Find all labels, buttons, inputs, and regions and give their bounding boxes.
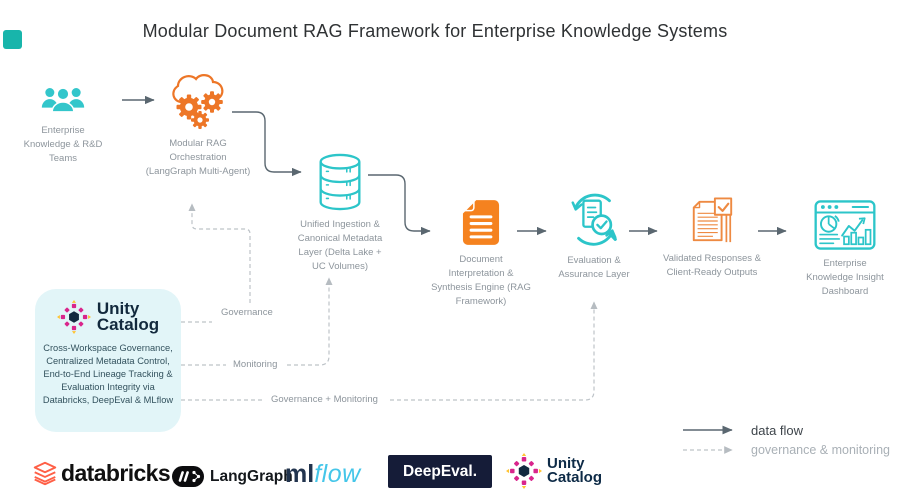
node-label: Enterprise Knowledge & R&D Teams	[23, 125, 103, 164]
data-flow-arrows	[122, 95, 787, 236]
governance-route-label: Governance	[218, 307, 276, 318]
langgraph-logo: LangGraph	[172, 466, 293, 487]
unity-catalog-footer-wordmark: Unity Catalog	[547, 455, 603, 486]
validated-docs-icon	[692, 197, 733, 243]
data-flow-arrow-icon	[683, 425, 733, 435]
databricks-icon	[33, 461, 57, 486]
legend: data flow governance & monitoring	[682, 422, 890, 462]
node-label: Unified Ingestion & Canonical Metadata L…	[297, 219, 383, 272]
node-label: Evaluation & Assurance Layer	[558, 255, 630, 280]
database-icon	[319, 153, 361, 211]
legend-governance-monitoring-label: governance & monitoring	[751, 443, 890, 457]
node-enterprise-teams: Enterprise Knowledge & R&D Teams	[13, 85, 113, 166]
node-label: Enterprise Knowledge Insight Dashboard	[806, 258, 884, 297]
node-doc-synthesis: Document Interpretation & Synthesis Engi…	[419, 199, 543, 309]
deepeval-wordmark: DeepEval.	[402, 462, 478, 480]
legend-data-flow-label: data flow	[751, 422, 804, 438]
langgraph-wordmark: LangGraph	[210, 467, 293, 485]
node-label: Document Interpretation & Synthesis Engi…	[431, 254, 531, 307]
mlflow-flow-wordmark: flow	[314, 460, 361, 488]
governance-monitoring-arrow-icon	[683, 446, 733, 454]
dashboard-icon	[814, 200, 876, 250]
corner-accent-square	[3, 30, 22, 49]
unity-catalog-footer-logo: Unity Catalog	[506, 453, 602, 489]
unity-catalog-logo	[56, 300, 91, 334]
node-evaluation: Evaluation & Assurance Layer	[542, 193, 646, 282]
node-validated-outputs: Validated Responses & Client-Ready Outpu…	[644, 197, 780, 280]
people-icon	[41, 87, 85, 113]
governance-monitoring-lines	[181, 203, 598, 401]
governance-monitoring-route-label: Governance + Monitoring	[268, 394, 381, 405]
document-icon	[462, 199, 500, 245]
evaluation-icon	[571, 193, 617, 246]
monitoring-route-label: Monitoring	[230, 359, 281, 370]
databricks-logo: databricks	[33, 460, 171, 487]
cloud-gears-icon	[172, 74, 224, 129]
unity-catalog-description: Cross-Workspace Governance, Centralized …	[42, 343, 174, 405]
node-label: Modular RAG Orchestration (LangGraph Mul…	[145, 138, 251, 177]
databricks-wordmark: databricks	[61, 460, 171, 486]
node-rag-orchestration: Modular RAG Orchestration (LangGraph Mul…	[143, 72, 253, 179]
node-unified-ingestion: Unified Ingestion & Canonical Metadata L…	[284, 153, 396, 274]
node-insight-dashboard: Enterprise Knowledge Insight Dashboard	[793, 200, 897, 299]
langgraph-icon	[172, 466, 204, 487]
node-label: Validated Responses & Client-Ready Outpu…	[662, 253, 762, 278]
deepeval-logo: DeepEval.	[388, 455, 492, 488]
unity-catalog-brand: Unity Catalog	[96, 299, 160, 334]
unity-catalog-footer-icon	[506, 453, 542, 489]
page-title: Modular Document RAG Framework for Enter…	[142, 21, 728, 41]
mlflow-ml-wordmark: ml	[285, 460, 315, 488]
unity-catalog-governance-box: Unity Catalog Cross-Workspace Governance…	[35, 289, 181, 432]
